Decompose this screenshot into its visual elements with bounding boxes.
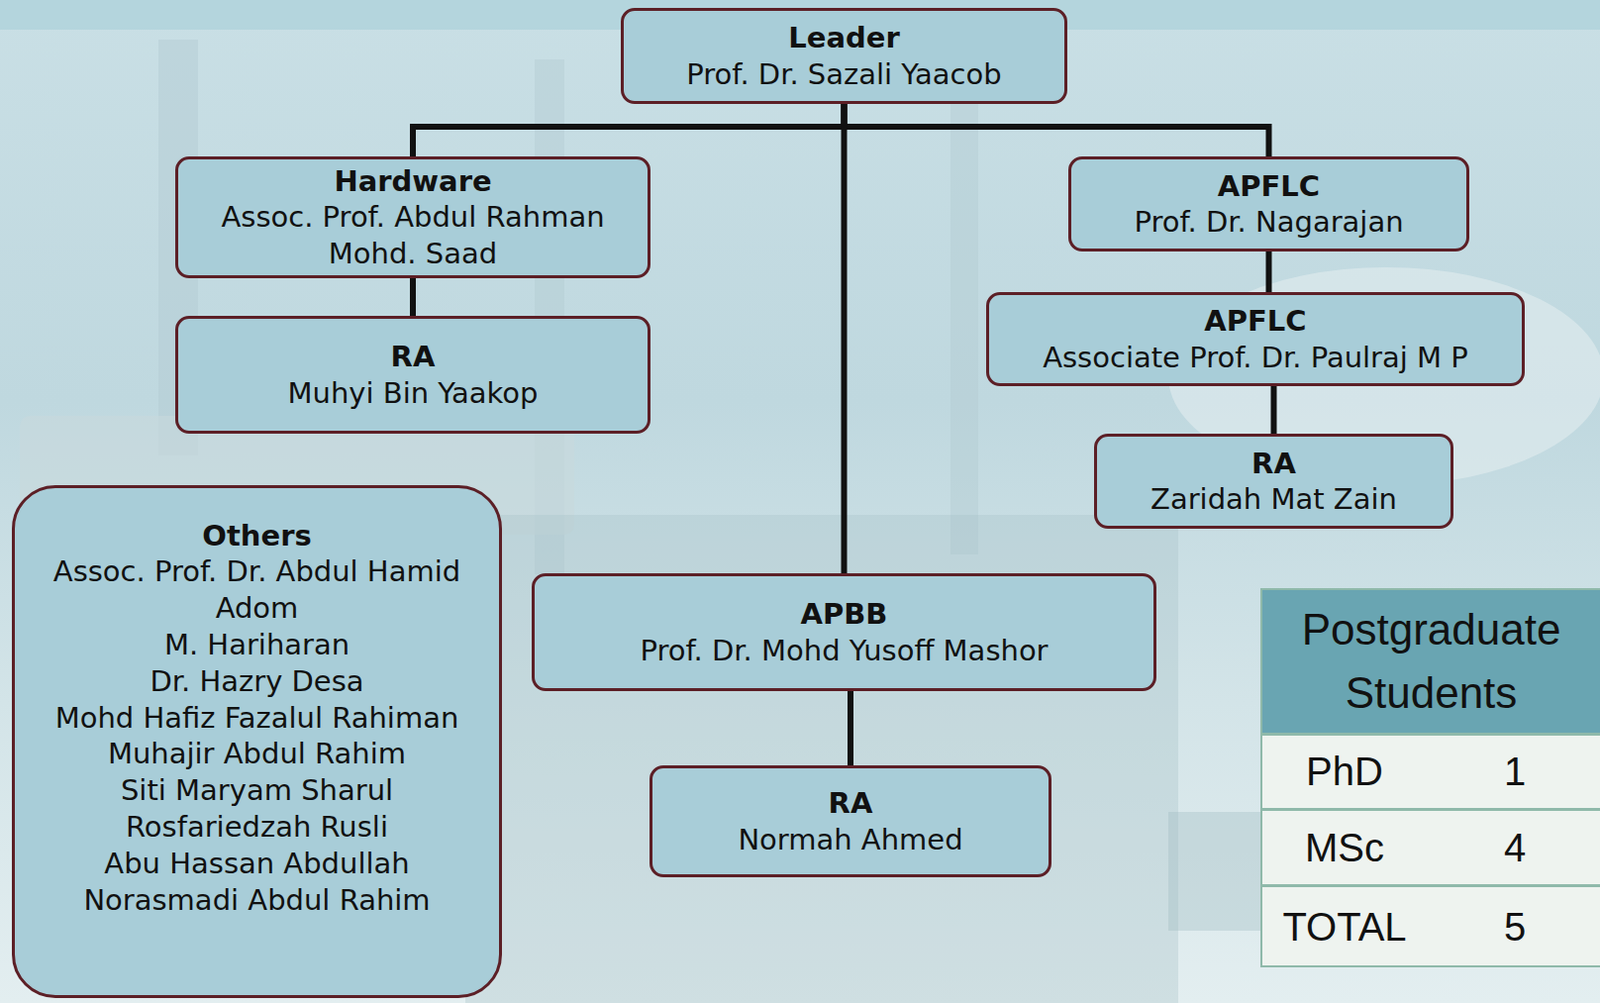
org-connector (1266, 251, 1273, 293)
org-connector (1271, 386, 1278, 434)
person-name: Prof. Dr. Nagarajan (1133, 203, 1403, 240)
photo-board (465, 514, 1179, 1003)
person-name: M. Hariharan (164, 626, 350, 664)
person-name: Dr. Hazry Desa (149, 663, 364, 700)
person-name: Mohd Hafiz Fazalul Rahiman (55, 700, 460, 737)
org-connector (412, 103, 845, 157)
photo-post (950, 39, 979, 555)
role-heading: RA (1251, 445, 1297, 482)
person-name: Abu Hassan Abdullah (103, 845, 409, 883)
person-name: Rosfariedzah Rusli (125, 808, 389, 846)
org-connector (841, 103, 848, 574)
person-name: Assoc. Prof. Abdul Rahman Mohd. Saad (207, 199, 618, 272)
role-box: APFLCAssociate Prof. Dr. Paulraj M P (986, 292, 1525, 387)
role-box: RANormah Ahmed (649, 765, 1052, 878)
person-name: Associate Prof. Dr. Paulraj M P (1042, 339, 1469, 376)
org-connector (409, 278, 416, 316)
person-name: Siti Maryam Sharul (120, 772, 394, 809)
org-connector (847, 691, 854, 766)
table-cell: 1 (1465, 745, 1565, 798)
person-name: Prof. Dr. Mohd Yusoff Mashor (639, 632, 1048, 669)
role-heading: Leader (788, 19, 900, 56)
person-name: Muhyi Bin Yaakop (288, 375, 539, 411)
table-heading: Postgraduate Students (1262, 594, 1600, 729)
person-name: Zaridah Mat Zain (1150, 481, 1398, 517)
role-heading: RA (828, 785, 874, 821)
person-name: Assoc. Prof. Dr. Abdul Hamid Adom (44, 553, 471, 627)
table-cell: 4 (1465, 821, 1565, 874)
role-heading: APBB (800, 596, 889, 632)
person-name: Muhajir Abdul Rahim (107, 735, 406, 773)
role-box: HardwareAssoc. Prof. Abdul Rahman Mohd. … (175, 156, 651, 279)
person-name: Normah Ahmed (737, 821, 963, 858)
role-box: RAZaridah Mat Zain (1094, 433, 1454, 529)
person-name: Prof. Dr. Sazali Yaacob (686, 56, 1001, 93)
person-name: Norasmadi Abdul Rahim (83, 882, 430, 919)
role-heading: Hardware (333, 163, 492, 200)
table-cell: TOTAL (1267, 900, 1422, 953)
role-heading: APFLC (1203, 302, 1306, 339)
role-box: RAMuhyi Bin Yaakop (175, 315, 651, 434)
members-box: OthersAssoc. Prof. Dr. Abdul Hamid AdomM… (11, 485, 502, 999)
org-connector (844, 103, 1270, 157)
table-cell: PhD (1277, 745, 1412, 798)
role-box: LeaderProf. Dr. Sazali Yaacob (620, 7, 1068, 104)
role-box: APBBProf. Dr. Mohd Yusoff Mashor (531, 573, 1157, 692)
table-cell: 5 (1465, 900, 1565, 953)
role-box: APFLCProf. Dr. Nagarajan (1068, 156, 1470, 252)
role-heading: Others (201, 517, 311, 554)
role-heading: APFLC (1217, 168, 1320, 204)
table-cell: MSc (1277, 821, 1412, 874)
role-heading: RA (391, 338, 436, 375)
